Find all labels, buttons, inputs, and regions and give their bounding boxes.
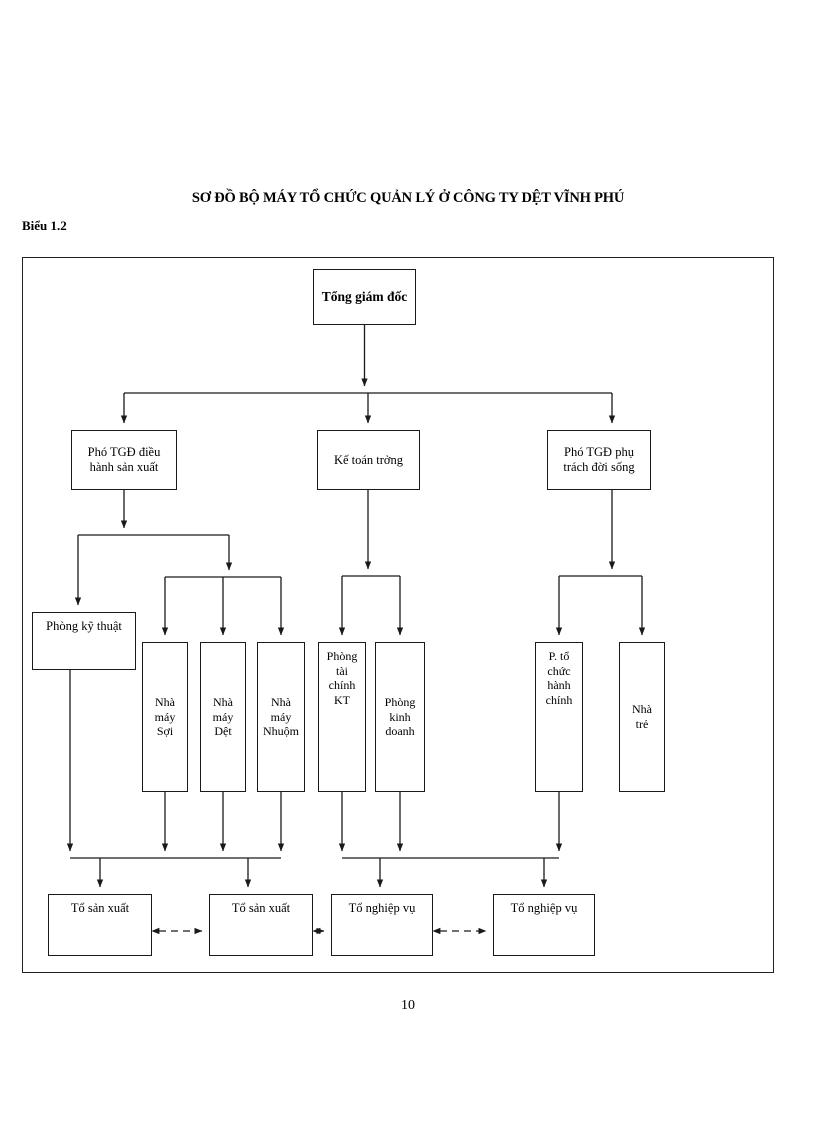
node-tong-giam-doc[interactable]: Tổng giám đốc — [313, 269, 416, 325]
node-phong-ky-thuat[interactable]: Phòng kỹ thuật — [32, 612, 136, 670]
node-to-nghiep-vu-1[interactable]: Tổ nghiệp vụ — [331, 894, 433, 956]
node-label: Phó TGĐ phụ trách đời sống — [563, 445, 635, 474]
node-nha-may-soi[interactable]: Nhà máy Sợi — [142, 642, 188, 792]
node-p-to-chuc-hanh-chinh[interactable]: P. tổ chức hành chính — [535, 642, 583, 792]
node-to-nghiep-vu-2[interactable]: Tổ nghiệp vụ — [493, 894, 595, 956]
node-label: Tổ sản xuất — [231, 901, 291, 915]
page-number: 10 — [401, 998, 415, 1013]
node-label: P. tổ chức hành chính — [545, 649, 573, 707]
node-label: Nhà máy Dệt — [212, 695, 234, 739]
node-nha-may-det[interactable]: Nhà máy Dệt — [200, 642, 246, 792]
node-label: Phó TGĐ điều hành sản xuất — [87, 445, 161, 474]
node-label: Kế toán trởng — [333, 452, 404, 467]
page-title: SƠ ĐỒ BỘ MÁY TỔ CHỨC QUẢN LÝ Ở CÔNG TY D… — [191, 190, 625, 206]
figure-label: Biểu 1.2 — [22, 218, 67, 233]
node-label: Tổ nghiệp vụ — [348, 901, 416, 915]
node-phong-kinh-doanh[interactable]: Phòng kinh doanh — [375, 642, 425, 792]
node-label: Nhà máy Nhuộm — [263, 695, 299, 739]
node-phong-tai-chinh-kt[interactable]: Phòng tài chính KT — [318, 642, 366, 792]
node-label: Phòng kỹ thuật — [46, 619, 122, 633]
node-nha-tre[interactable]: Nhà trẻ — [619, 642, 665, 792]
node-to-san-xuat-1[interactable]: Tổ sản xuất — [48, 894, 152, 956]
node-label: Tổ nghiệp vụ — [510, 901, 578, 915]
node-label: Tổng giám đốc — [321, 289, 408, 305]
node-label: Phòng kinh doanh — [384, 695, 416, 739]
node-pho-tgd-dieu-hanh-san-xuat[interactable]: Phó TGĐ điều hành sản xuất — [71, 430, 177, 490]
node-label: Tổ sản xuất — [70, 901, 130, 915]
diagram-frame — [22, 257, 774, 973]
node-label: Nhà trẻ — [632, 702, 652, 731]
node-pho-tgd-phu-trach-doi-song[interactable]: Phó TGĐ phụ trách đời sống — [547, 430, 651, 490]
node-label: Nhà máy Sợi — [154, 695, 176, 739]
node-nha-may-nhuom[interactable]: Nhà máy Nhuộm — [257, 642, 305, 792]
node-to-san-xuat-2[interactable]: Tổ sản xuất — [209, 894, 313, 956]
node-label: Phòng tài chính KT — [326, 649, 358, 707]
node-ke-toan-truong[interactable]: Kế toán trởng — [317, 430, 420, 490]
